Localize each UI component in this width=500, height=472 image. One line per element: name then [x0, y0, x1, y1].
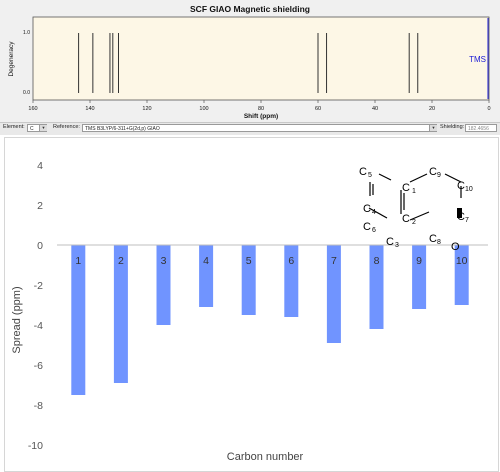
chart-y-tick-label: -6 [34, 360, 43, 372]
atom-c10-symbol: C [457, 180, 465, 192]
spectrum-y-axis-label: Degeneracy [8, 41, 15, 77]
spectrum-x-tick-label: 140 [85, 106, 94, 112]
chart-bar[interactable] [199, 245, 214, 307]
atom-c10-number: 10 [465, 186, 473, 193]
chart-bar[interactable] [113, 245, 128, 383]
element-dropdown-chevron-icon[interactable]: ▼ [39, 125, 47, 131]
spectrum-panel: SCF GIAO Magnetic shielding Degeneracy 1… [0, 0, 500, 135]
chart-bar[interactable] [326, 245, 341, 343]
chart-bar[interactable] [241, 245, 256, 315]
wedge-bond-icon [457, 208, 462, 218]
shielding-field[interactable]: 182.4656 [465, 124, 497, 132]
chart-y-ticks: 4 2 0 -2 -4 -6 -8 -10 [28, 160, 43, 452]
chart-y-axis-label: Spread (ppm) [11, 286, 23, 353]
atom-c7-symbol: C [457, 211, 465, 223]
chart-bar[interactable] [71, 245, 86, 395]
chart-y-tick-label: -2 [34, 280, 43, 292]
atom-c7-number: 7 [465, 217, 469, 224]
reference-dropdown-chevron-icon[interactable]: ▼ [429, 125, 437, 131]
spectrum-toolbar: Element: C ▼ Reference: TMS B3LYP/6-311+… [0, 122, 500, 135]
atom-o-symbol: O [451, 241, 460, 253]
chart-y-tick-label: -4 [34, 320, 43, 332]
atom-c6-symbol: C [363, 221, 371, 233]
chart-y-tick-label: 2 [37, 200, 43, 212]
shielding-field-value: 182.4656 [468, 126, 489, 132]
atom-c8-symbol: C [429, 233, 437, 245]
chart-bar[interactable] [156, 245, 171, 325]
spectrum-x-tick-label: 120 [142, 106, 151, 112]
spectrum-x-ticks: 160 140 120 100 80 60 40 20 0 [28, 100, 491, 112]
spectrum-y-tick-1: 1.0 [23, 30, 30, 36]
atom-c4-number: 4 [372, 209, 376, 216]
chart-y-tick-label: 4 [37, 160, 43, 172]
chart-category-label: 1 [75, 255, 81, 267]
atom-c3-number: 3 [395, 242, 399, 249]
atom-c9-number: 9 [437, 172, 441, 179]
chart-y-tick-label: 0 [37, 240, 43, 252]
chart-category-label: 2 [118, 255, 124, 267]
spectrum-x-tick-label: 20 [429, 106, 435, 112]
chart-bar[interactable] [454, 245, 469, 305]
chart-bars [71, 245, 469, 395]
atom-c9-symbol: C [429, 166, 437, 178]
reference-select-value: TMS B3LYP/6-311+G(2d,p) GIAO [85, 126, 160, 132]
element-select-value: C [30, 126, 34, 132]
atom-c6-number: 6 [372, 227, 376, 234]
atom-c1-number: 1 [412, 188, 416, 195]
atom-c2-symbol: C [402, 213, 410, 225]
chart-bar[interactable] [412, 245, 427, 309]
spectrum-x-tick-label: 160 [28, 106, 37, 112]
chart-category-label: 9 [416, 255, 422, 267]
spectrum-plot: SCF GIAO Magnetic shielding Degeneracy 1… [8, 4, 491, 120]
reference-select[interactable]: TMS B3LYP/6-311+G(2d,p) GIAO [82, 124, 437, 132]
element-label: Element: [3, 124, 25, 130]
spectrum-plot-area[interactable] [32, 16, 490, 101]
atom-c5-number: 5 [368, 172, 372, 179]
chart-y-tick-label: -10 [28, 440, 43, 452]
spectrum-x-tick-label: 40 [372, 106, 378, 112]
atom-c4-symbol: C [363, 203, 371, 215]
atom-c5-symbol: C [359, 166, 367, 178]
atom-c3-symbol: C [386, 236, 394, 248]
atom-c8-number: 8 [437, 239, 441, 246]
chart-y-tick-label: -8 [34, 400, 43, 412]
chart-category-labels: 1 2 3 4 5 6 7 8 9 10 [75, 255, 467, 267]
spectrum-y-tick-0: 0.0 [23, 90, 30, 96]
reference-label: Reference: [53, 124, 80, 130]
chart-category-label: 7 [331, 255, 337, 267]
spectrum-x-tick-label: 60 [315, 106, 321, 112]
shielding-label: Shielding: [440, 124, 465, 130]
spectrum-x-axis-label: Shift (ppm) [244, 113, 278, 120]
spectrum-peaks [78, 33, 419, 93]
chart-category-label: 5 [246, 255, 252, 267]
chart-bar[interactable] [369, 245, 384, 329]
spectrum-title: SCF GIAO Magnetic shielding [190, 4, 310, 14]
chart-bar[interactable] [284, 245, 299, 317]
spectrum-x-tick-label: 80 [258, 106, 264, 112]
chart-category-label: 10 [456, 255, 468, 267]
chart-category-label: 8 [374, 255, 380, 267]
tms-reference-label: TMS [469, 55, 486, 64]
chart-category-label: 4 [203, 255, 209, 267]
atom-c2-number: 2 [412, 219, 416, 226]
chart-category-label: 3 [161, 255, 167, 267]
chart-category-label: 6 [288, 255, 294, 267]
spectrum-x-tick-label: 0 [487, 106, 490, 112]
chart-x-axis-label: Carbon number [227, 451, 304, 463]
atom-c1-symbol: C [402, 182, 410, 194]
spectrum-x-tick-label: 100 [199, 106, 208, 112]
